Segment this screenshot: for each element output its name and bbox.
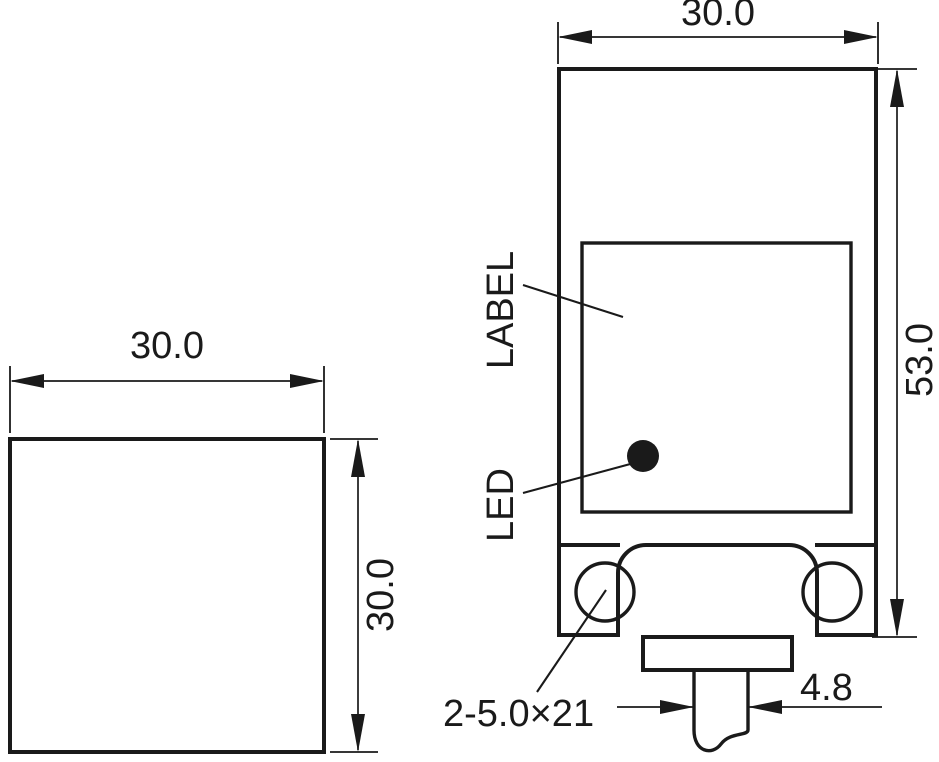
- connector-block: [641, 635, 794, 672]
- arrowhead-left: [558, 30, 592, 44]
- led-callout: LED: [480, 440, 659, 542]
- label-area-rect: [580, 241, 853, 514]
- mounting-hole-callout: 2-5.0×21: [443, 589, 607, 735]
- front-view-height-dimension: 53.0: [872, 68, 939, 638]
- front-view-height-value: 53.0: [899, 323, 939, 397]
- mounting-hole-callout-text: 2-5.0×21: [443, 693, 594, 735]
- cable-with-break-line: [692, 668, 750, 753]
- label-callout-text: LABEL: [480, 251, 522, 369]
- mounting-hole-right: [801, 561, 863, 623]
- cable-diameter-value: 4.8: [800, 667, 853, 709]
- side-view-height-dimension: 30.0: [330, 438, 402, 753]
- arrowhead-right: [290, 374, 324, 388]
- arrowhead-bottom: [890, 599, 904, 637]
- side-view: 30.0 30.0: [8, 325, 402, 754]
- led-indicator-dot: [627, 440, 659, 472]
- label-callout: LABEL: [480, 251, 624, 369]
- side-view-body-outline: [8, 437, 326, 754]
- cable-diameter-dimension: 4.8: [617, 667, 882, 714]
- front-view-body-outline: [557, 67, 878, 637]
- side-view-width-value: 30.0: [130, 325, 204, 367]
- arrowhead-right: [844, 30, 878, 44]
- led-leader-line: [522, 461, 635, 495]
- arrowhead-right: [748, 700, 782, 714]
- front-view-width-dimension: 30.0: [557, 0, 879, 64]
- arrowhead-top: [890, 69, 904, 107]
- mounting-hole-leader-line: [536, 589, 607, 693]
- label-leader-line: [522, 283, 624, 319]
- arrowhead-bottom: [351, 714, 365, 752]
- arrowhead-left: [10, 374, 44, 388]
- front-view-width-value: 30.0: [681, 0, 755, 34]
- front-view: 30.0 LABEL LED: [443, 0, 939, 753]
- arrowhead-left: [660, 700, 694, 714]
- mounting-hole-left: [574, 561, 636, 623]
- led-callout-text: LED: [480, 468, 522, 542]
- side-view-height-value: 30.0: [360, 558, 402, 632]
- arrowhead-top: [351, 439, 365, 477]
- side-view-width-dimension: 30.0: [9, 325, 325, 433]
